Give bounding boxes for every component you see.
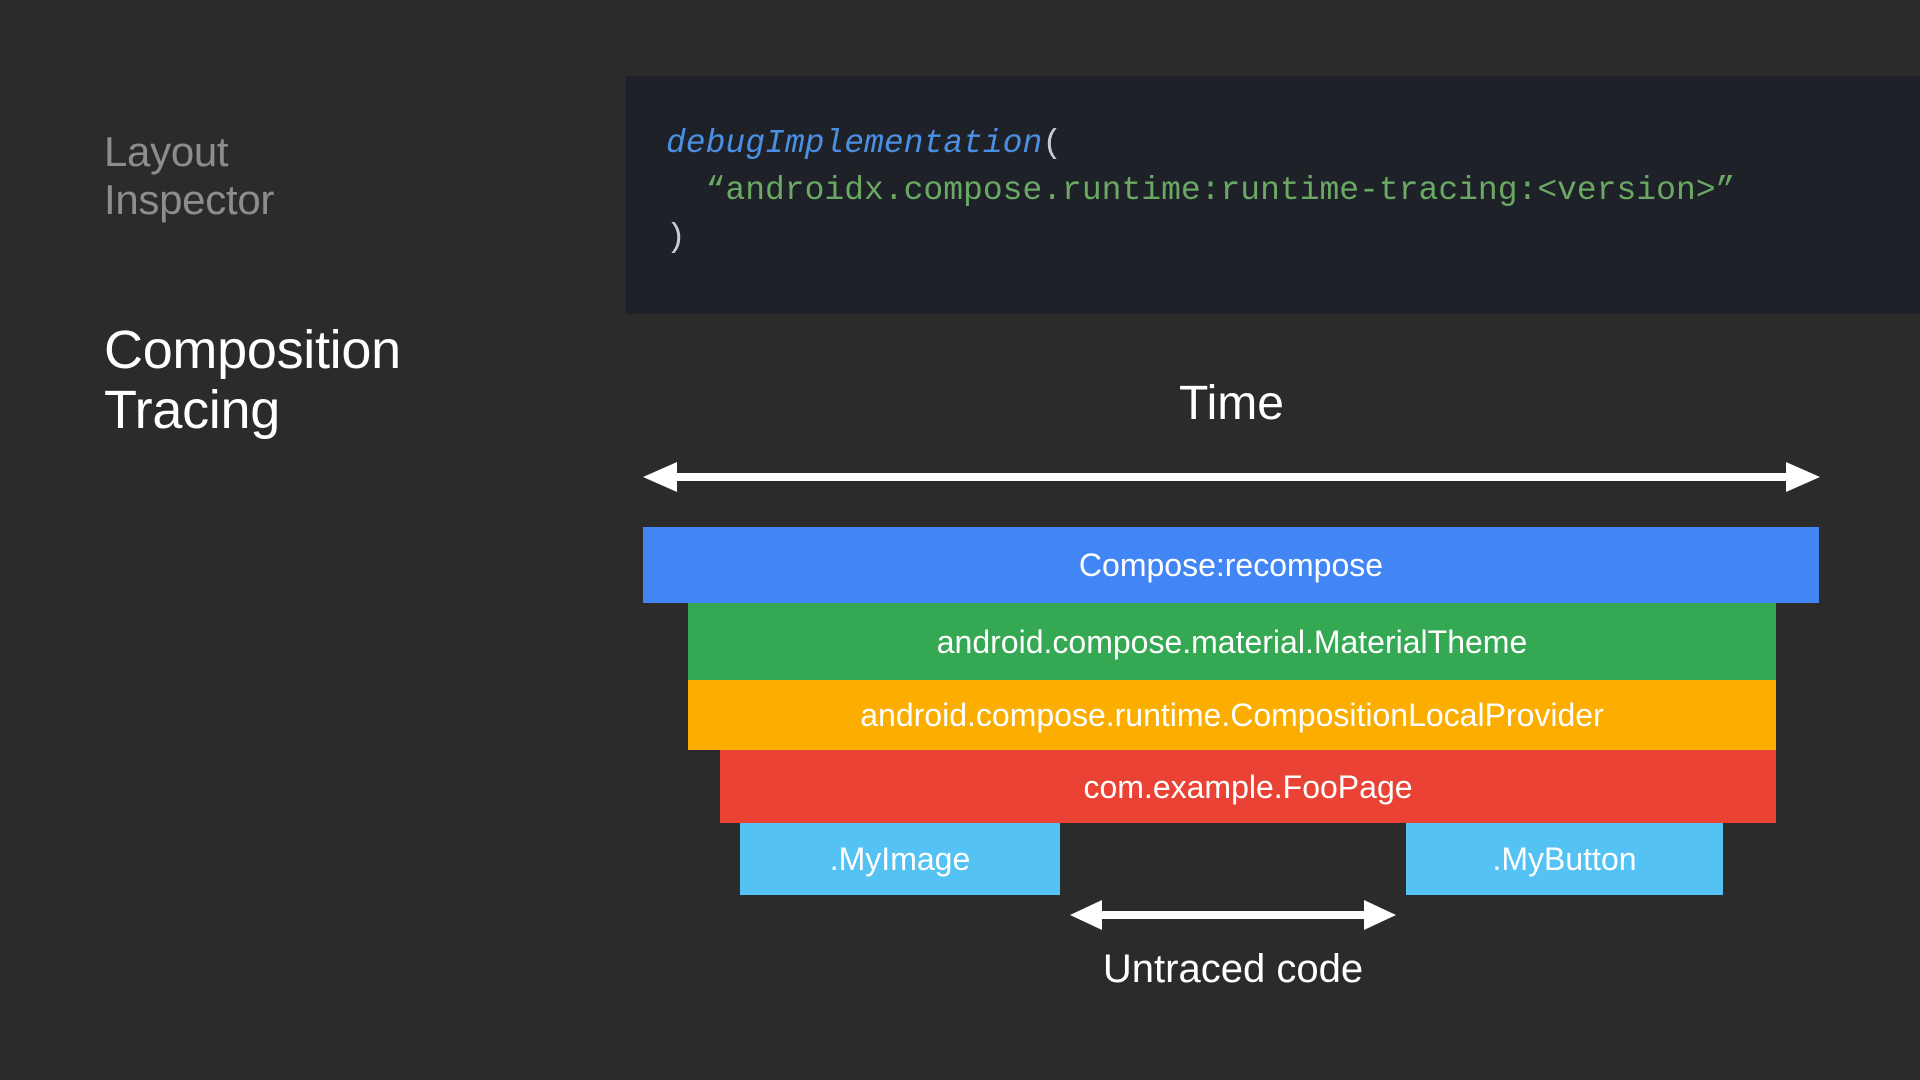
timeline-bar-foo-page[interactable]: com.example.FooPage: [720, 750, 1776, 823]
untraced-code-double-arrow-icon: [1070, 900, 1396, 930]
code-line-1: debugImplementation(: [666, 120, 1920, 167]
timeline-bar-material-theme[interactable]: android.compose.material.MaterialTheme: [688, 603, 1776, 680]
code-function-name: debugImplementation: [666, 125, 1043, 162]
previous-section-title: Layout Inspector: [104, 128, 275, 223]
timeline-bar-my-button[interactable]: .MyButton: [1406, 823, 1723, 895]
code-line-2: “androidx.compose.runtime:runtime-tracin…: [666, 167, 1920, 214]
timeline-bar-composition-local-provider[interactable]: android.compose.runtime.CompositionLocal…: [688, 680, 1776, 750]
code-dependency-string: “androidx.compose.runtime:runtime-tracin…: [705, 172, 1736, 209]
untraced-code-label: Untraced code: [1102, 947, 1364, 991]
code-snippet-block: debugImplementation( “androidx.compose.r…: [626, 76, 1920, 314]
timeline-bar-compose-recompose[interactable]: Compose:recompose: [643, 527, 1819, 603]
code-line-3: ): [666, 214, 1920, 261]
time-double-arrow-icon: [643, 462, 1820, 492]
time-axis-label: Time: [1179, 377, 1284, 430]
page-title: Composition Tracing: [104, 320, 401, 440]
timeline-bar-my-image[interactable]: .MyImage: [740, 823, 1060, 895]
code-open-paren: (: [1042, 125, 1063, 162]
code-close-paren: ): [666, 219, 686, 256]
